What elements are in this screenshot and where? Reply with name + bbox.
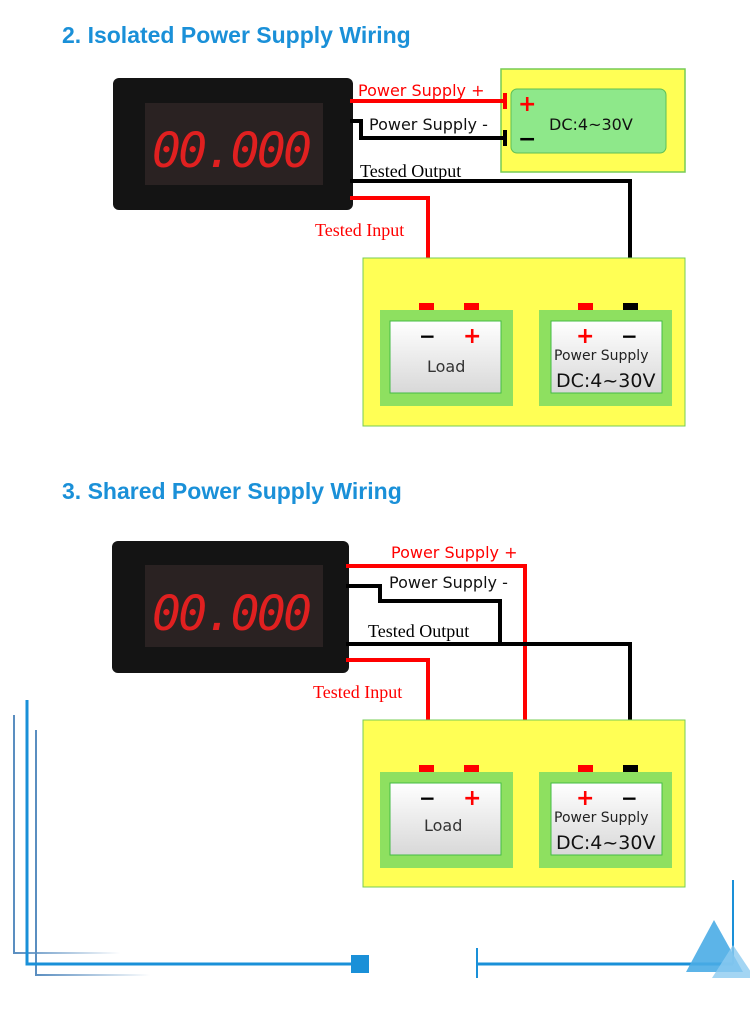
wire-label-power-plus: Power Supply + xyxy=(391,543,517,562)
wire-label-tested-input: Tested Input xyxy=(313,682,402,702)
dc-voltage-label: DC:4~30V xyxy=(549,115,633,134)
supply-minus-icon: − xyxy=(621,786,638,810)
meter-display: 00.000 xyxy=(152,586,312,642)
supply-label: Power Supply xyxy=(554,348,649,364)
wire-label-tested-input: Tested Input xyxy=(315,220,404,240)
section-title-shared: 3. Shared Power Supply Wiring xyxy=(62,478,402,504)
load-plus-icon: + xyxy=(463,786,481,811)
supply-voltage: DC:4~30V xyxy=(556,370,655,392)
supply-plus-icon: + xyxy=(576,786,594,811)
load-minus-icon: − xyxy=(419,324,436,348)
wire-label-power-minus: Power Supply - xyxy=(369,115,488,134)
wire-label-power-plus: Power Supply + xyxy=(358,81,484,100)
supply-plus-icon: + xyxy=(576,324,594,349)
load-plus-icon: + xyxy=(463,324,481,349)
minus-icon: − xyxy=(518,127,536,152)
meter-isolated: 00.000 xyxy=(113,78,353,210)
decorative-frame xyxy=(13,700,750,978)
wire-label-tested-output: Tested Output xyxy=(360,161,461,181)
square-marker-icon xyxy=(351,955,369,973)
meter-shared: 00.000 xyxy=(112,541,349,673)
meter-display: 00.000 xyxy=(152,123,312,179)
load-label: Load xyxy=(424,816,462,835)
supply-minus-icon: − xyxy=(621,324,638,348)
supply-label: Power Supply xyxy=(554,810,649,826)
section-title-isolated: 2. Isolated Power Supply Wiring xyxy=(62,22,411,48)
supply-voltage: DC:4~30V xyxy=(556,832,655,854)
board-isolated: − + Load + − Power Supply DC:4~30V xyxy=(362,257,686,427)
load-minus-icon: − xyxy=(419,786,436,810)
dc-supply-isolated: + − DC:4~30V xyxy=(500,68,686,173)
plus-icon: + xyxy=(518,92,536,117)
board-shared: − + Load + − Power Supply DC:4~30V xyxy=(362,719,686,888)
wire-label-power-minus: Power Supply - xyxy=(389,573,508,592)
load-label: Load xyxy=(427,357,465,376)
wire-label-tested-output: Tested Output xyxy=(368,621,469,641)
